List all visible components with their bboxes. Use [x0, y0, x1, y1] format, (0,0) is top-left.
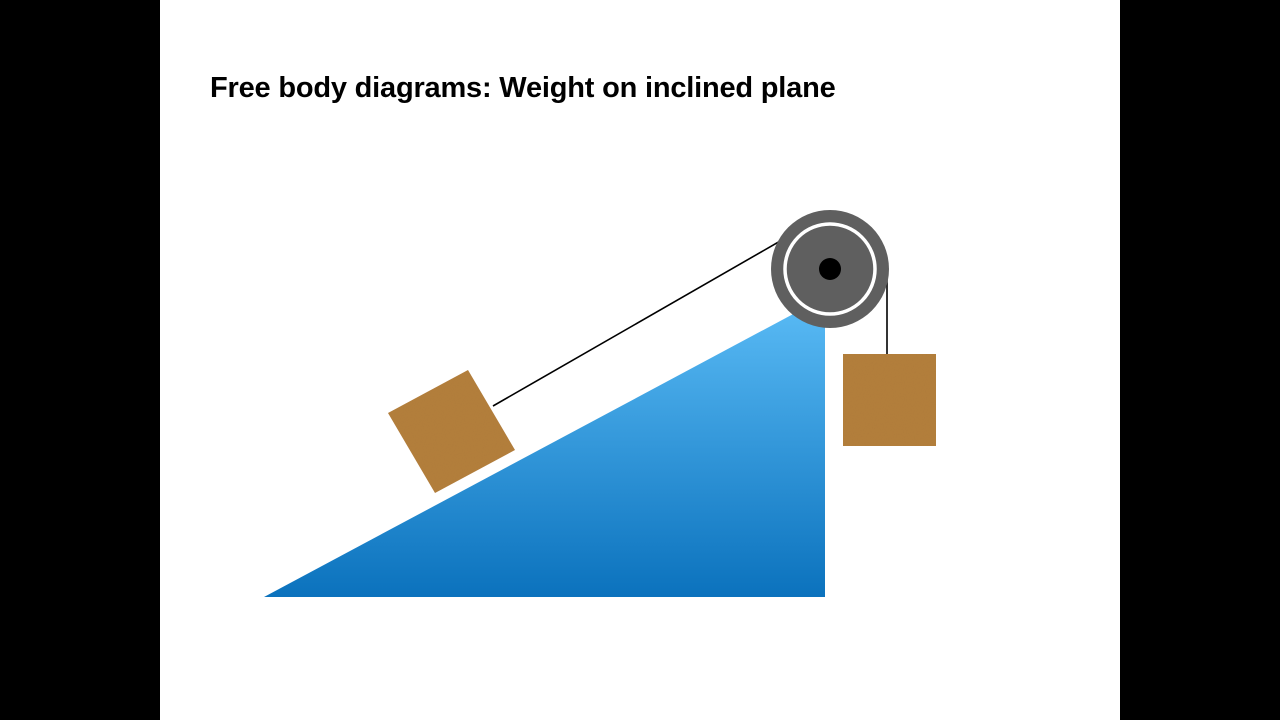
rope-incline-segment [492, 239, 783, 407]
inclined-plane-diagram [264, 210, 936, 597]
slide-title: Free body diagrams: Weight on inclined p… [210, 72, 836, 104]
inclined-plane [264, 297, 825, 597]
slide: Free body diagrams: Weight on inclined p… [160, 0, 1120, 720]
pulley-ring [783, 222, 877, 316]
pulley [771, 210, 889, 328]
block-on-incline [388, 370, 515, 493]
pulley-axle [819, 258, 841, 280]
hanging-block [843, 354, 936, 446]
